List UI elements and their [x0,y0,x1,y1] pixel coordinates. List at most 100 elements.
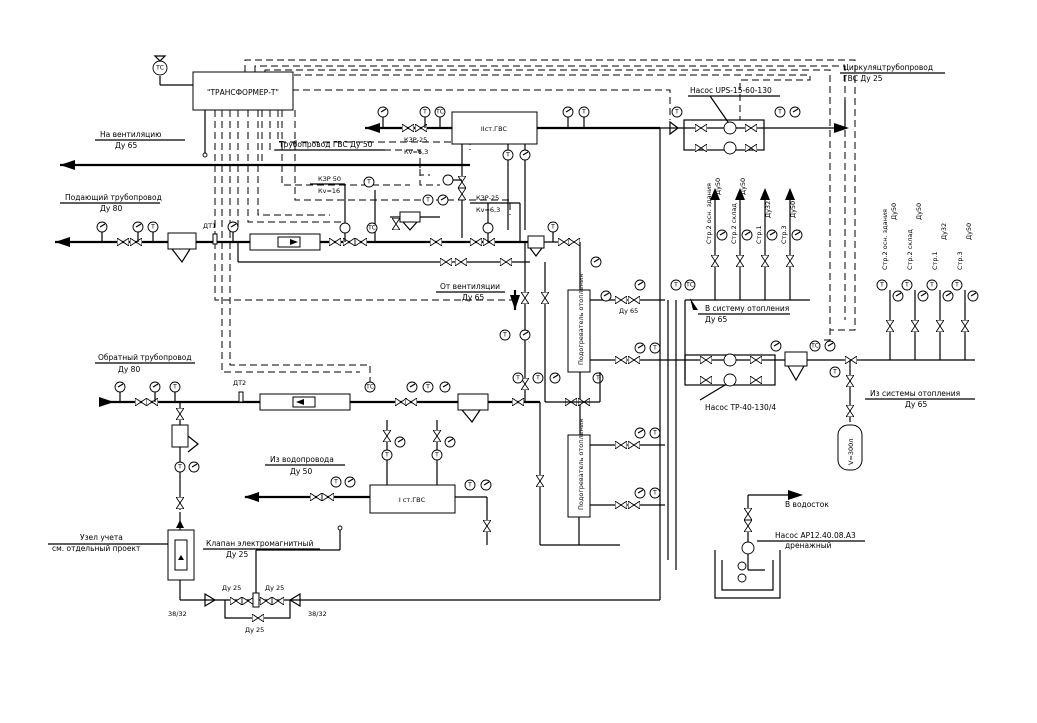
outdoor-sensor-label: ТС [155,65,164,72]
svg-text:Т: Т [384,452,389,459]
dhw-heater-2-label: IIст.ГВС [481,125,508,133]
svg-text:Т: Т [673,282,678,289]
pressure-gauge [96,221,108,233]
top-branch-2-name: Стр.2 склад [730,203,738,244]
svg-text:Т: Т [502,332,507,339]
to-ventilation-label: На вентиляцию [100,130,161,139]
svg-text:Т: Т [652,490,657,497]
return-line: Обратный трубопровод Ду 80 Т ДТ2 ТС Т [95,353,540,510]
svg-text:Т: Т [150,224,155,231]
dhw-stage-1: I ст.ГВС Из водопровода Ду 50 Т Т Т Т [244,420,492,545]
svg-text:Т: Т [904,282,909,289]
dt1-label: ДТ1 [203,222,216,230]
controller-box [192,71,294,111]
to-ventilation: На вентиляцию Ду 65 [60,130,470,170]
strainer [167,232,197,250]
right-branches: Т Т Т Т Стр.2 осн. здания Ду50 Стр.2 скл… [870,203,979,361]
controller-label: "ТРАНСФОРМЕР-Т" [207,88,279,97]
top-branch-1-name: Стр.2 осн. здания [705,183,713,244]
svg-text:Т: Т [515,375,520,382]
from-heating-size: Ду 65 [905,400,927,409]
meter-unit-label: Узел учета [80,533,123,542]
top-branch-3-name: Стр.1 [755,225,763,244]
du25-c: Ду 25 [245,626,264,634]
dhw-heater-1-label: I ст.ГВС [399,496,426,504]
svg-text:Т: Т [172,384,177,391]
svg-text:Т: Т [467,482,472,489]
drain-pump-type: дренажный [785,541,832,550]
kzr50-label: КЗР 50 [318,175,341,183]
drain-pump [741,541,755,555]
dhw-stage-2: IIст.ГВС Т ТС Т Трубопровод ГВС Ду 50 КЗ… [275,106,660,242]
controller: "ТРАНСФОРМЕР-Т" ТС [152,55,294,158]
heating-heater-top [567,289,591,373]
supply-label: Подающий трубопровод [65,193,162,202]
expansion-tank [837,424,863,471]
from-water-main-size: Ду 50 [290,467,312,476]
size-38-32-right: 38/32 [308,610,327,618]
pump-tp-1 [723,353,737,367]
meter-unit-note: см. отдельный проект [52,544,141,553]
svg-text:Т: Т [929,282,934,289]
supply-line: Подающий трубопровод Ду 80 Т ДТ1 [55,175,581,290]
from-water-main-label: Из водопровода [270,455,334,464]
kzr25-mid-label: КЗР-25 [476,194,499,202]
pump-ups-label: Насос UPS-15-60-130 [690,86,772,95]
svg-text:Т: Т [652,345,657,352]
from-ventilation-size: Ду 65 [462,293,484,302]
kv16-label: Кv=16 [318,187,340,195]
pump-ups-2 [723,141,737,155]
return-size: Ду 80 [118,365,140,374]
svg-text:ТС: ТС [685,282,694,289]
svg-text:Т: Т [333,479,338,486]
metering-bottom: Узел учета см. отдельный проект Клапан э… [48,512,660,634]
svg-text:ТС: ТС [435,109,444,116]
right-branch-3-size: Ду32 [940,223,948,240]
to-heating-size: Ду 65 [705,315,727,324]
pump-tp-2 [723,373,737,387]
du65-a: Ду 65 [619,307,638,315]
drain-pump-group: В водосток Насос АР12.40.08.А3 дренажный [714,490,865,599]
right-branch-4-size: Ду50 [965,223,973,240]
right-branch-4-name: Стр.3 [956,251,964,270]
top-branch-4-name: Стр.3 [780,225,788,244]
du25-a: Ду 25 [222,584,241,592]
expansion-tank-label: V=300л [847,439,855,465]
right-branch-1-size: Ду50 [890,203,898,220]
supply-size: Ду 80 [100,204,122,213]
drain-pump-label: Насос АР12.40.08.А3 [775,531,856,540]
kzr25-top-label: КЗР-25 [404,136,427,144]
right-branch-3-name: Стр.1 [931,251,939,270]
top-branch-1-size: Ду50 [714,178,722,195]
svg-text:ТС: ТС [367,225,376,232]
right-branch-2-size: Ду50 [915,203,923,220]
dhw-heater-1 [369,484,456,514]
svg-text:Т: Т [879,282,884,289]
svg-text:ТС: ТС [365,384,374,391]
circulation-pump-group: Циркуляцтрубопровод ГВС Ду 25 Т Т Насос … [660,63,945,155]
return-label: Обратный трубопровод [98,353,192,362]
top-branches: Стр.2 осн. здания Ду50 Стр.2 склад Ду50 … [705,178,803,300]
svg-text:Т: Т [777,109,782,116]
svg-text:Т: Т [177,464,182,471]
top-branch-4-size: Ду50 [789,201,797,218]
dt2-label: ДТ2 [233,379,246,387]
size-38-32-left: 38/32 [168,610,187,618]
pressure-gauge [132,221,144,233]
du25-b: Ду 25 [265,584,284,592]
svg-text:Т: Т [595,375,600,382]
solenoid-valve-label: Клапан электромагнитный [206,539,313,548]
control-lines [214,59,856,385]
solenoid-size: Ду 25 [226,550,248,559]
pump-ups-1 [723,121,737,135]
heating-heater-top-label: Подогреватель отопления [577,274,585,365]
svg-text:Т: Т [422,109,427,116]
svg-text:Т: Т [674,109,679,116]
svg-text:Т: Т [366,179,371,186]
pressure-gauge [227,221,239,233]
svg-text:Т: Т [550,224,555,231]
svg-text:Т: Т [425,197,430,204]
to-heating-label: В систему отопления [705,304,789,313]
from-ventilation-label: От вентиляции [440,282,500,291]
